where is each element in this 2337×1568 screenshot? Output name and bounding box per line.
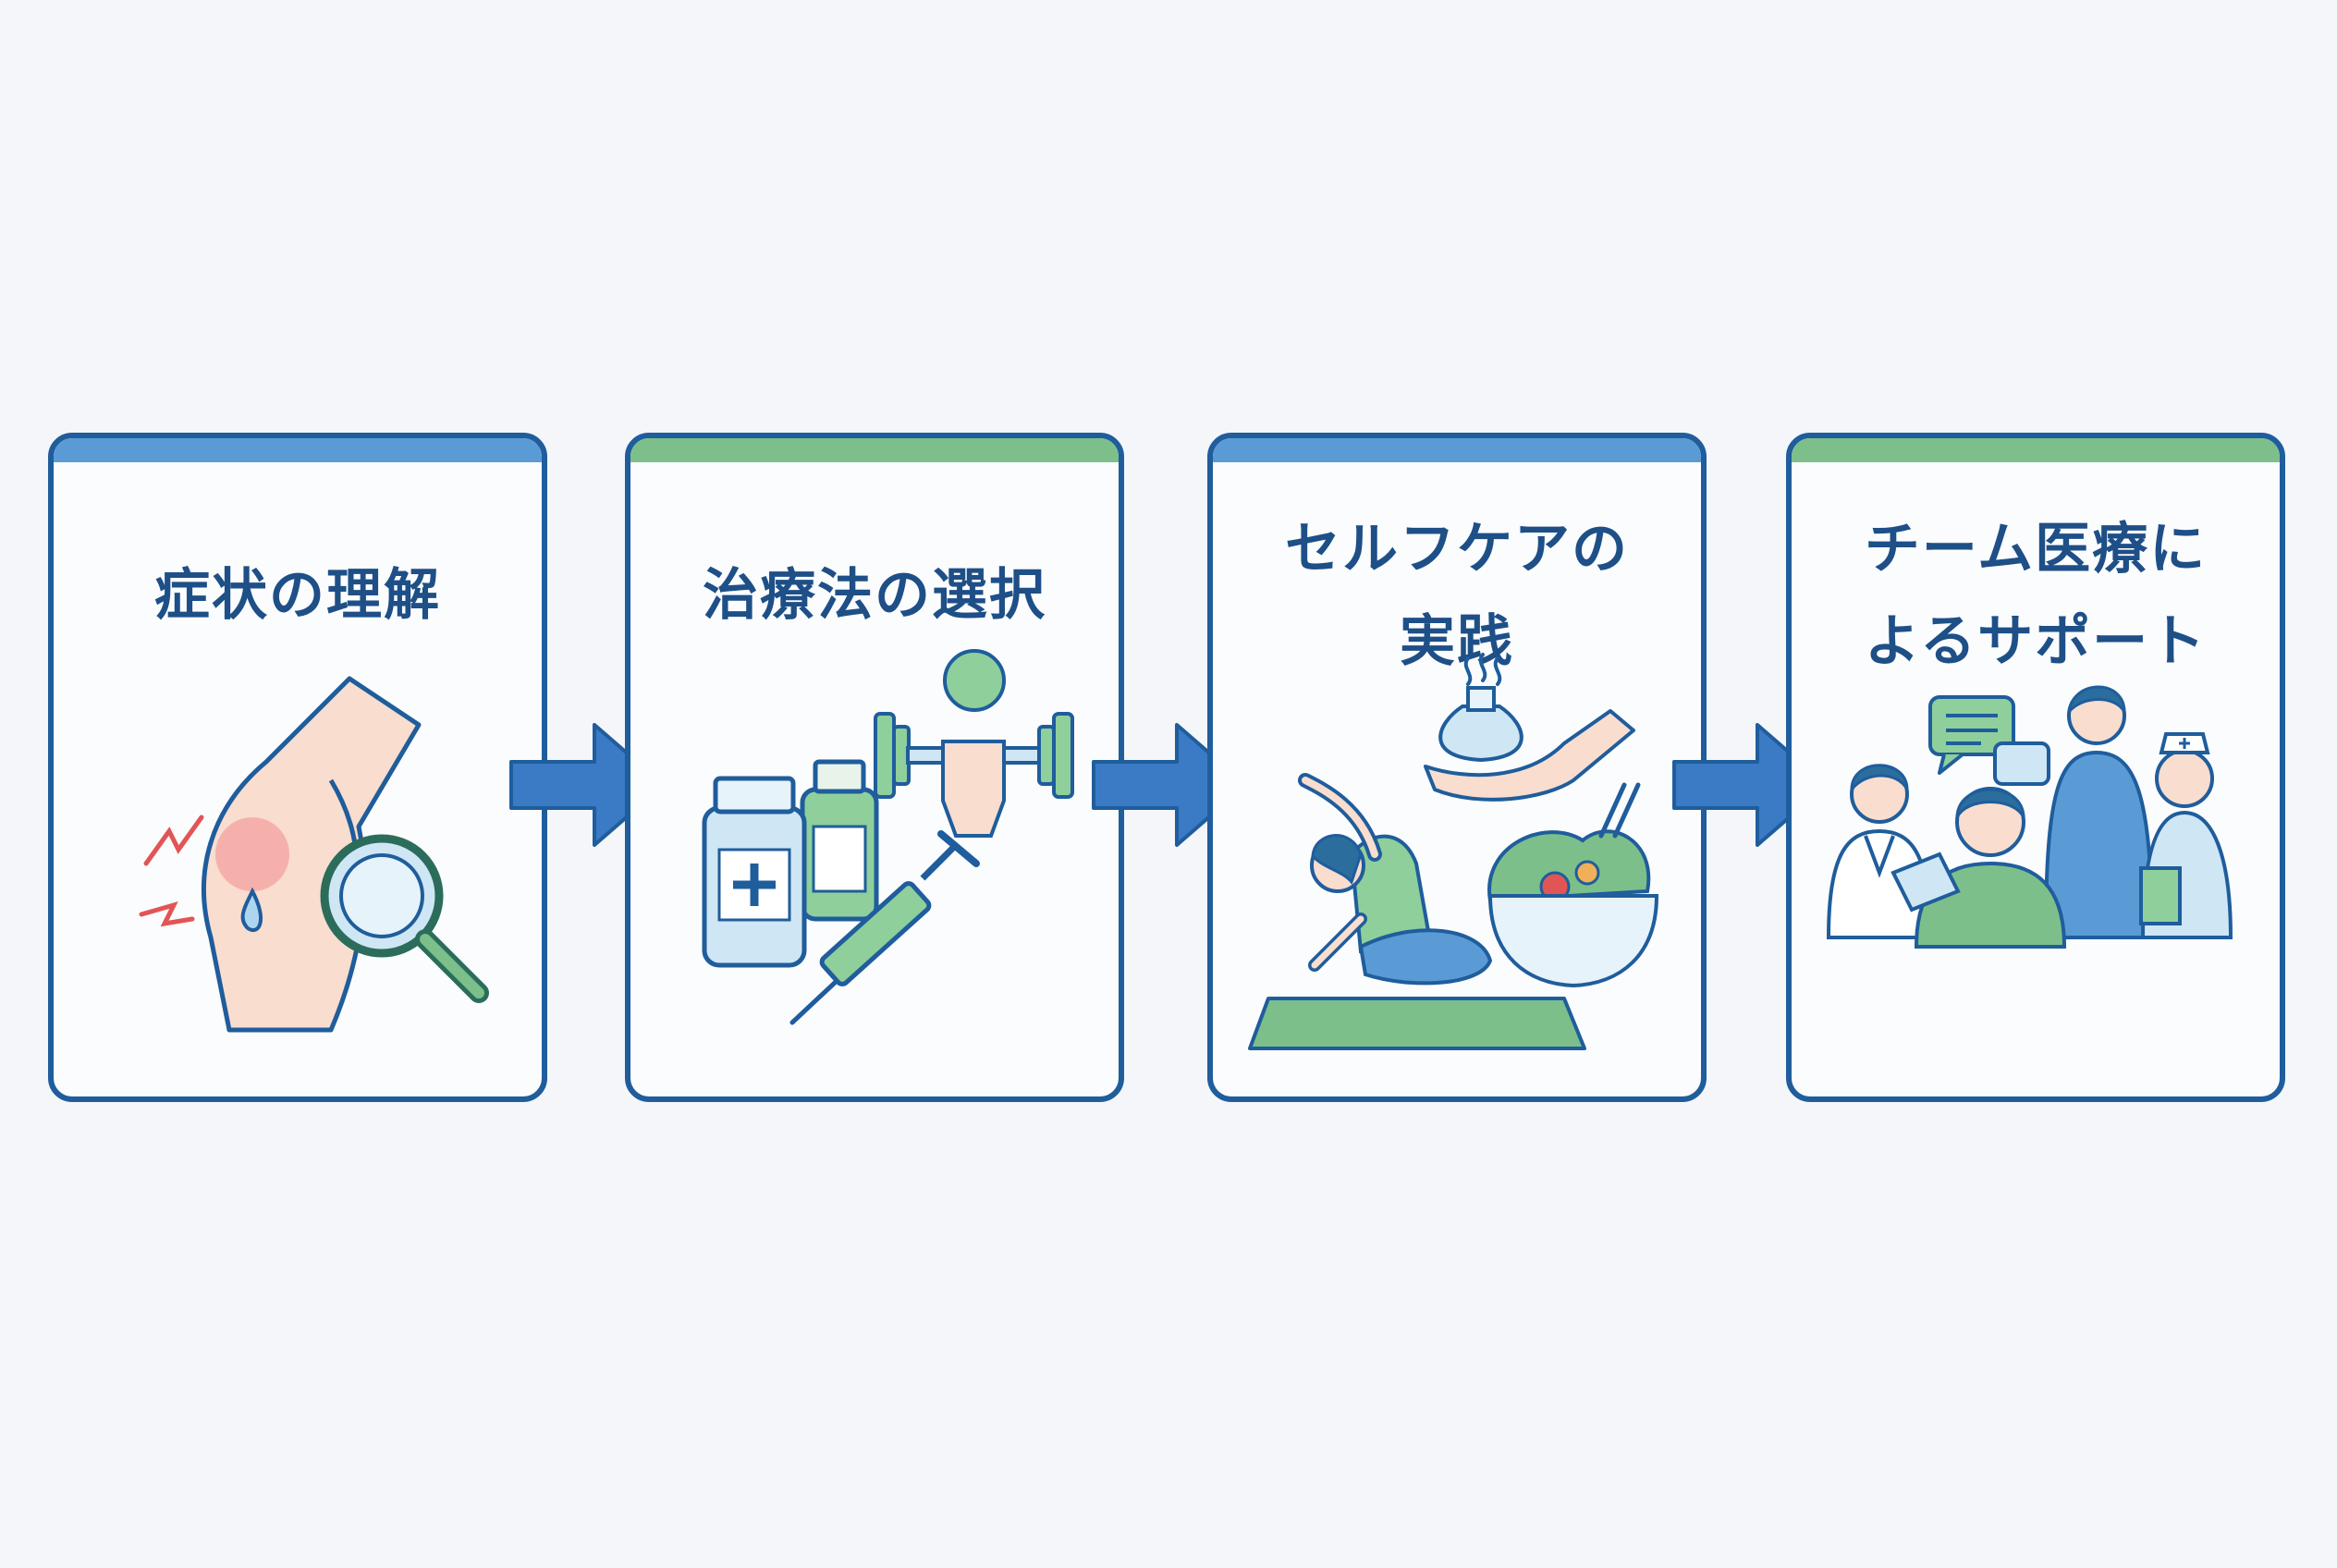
step-card-1: 症状の理解 xyxy=(48,433,547,1102)
knee-pain-icon xyxy=(139,676,422,1033)
salad-bowl-icon xyxy=(1487,782,1659,988)
step-card-2: 治療法の選択 xyxy=(625,433,1124,1102)
step-card-3: セルフケアの 実践 xyxy=(1207,433,1707,1102)
step-1-title: 症状の理解 xyxy=(154,563,441,628)
yoga-icon xyxy=(1248,773,1586,1050)
step-card-1-band xyxy=(54,438,542,462)
step-card-4: チーム医療に よるサポート xyxy=(1786,433,2285,1102)
magnifier-icon xyxy=(320,834,489,1003)
dumbbell-icon xyxy=(874,649,1074,838)
chat-bubbles-icon xyxy=(1928,695,2050,786)
syringe-icon xyxy=(789,830,980,1025)
step-1-illustration xyxy=(139,676,489,1033)
step-card-2-band xyxy=(630,438,1119,462)
medicine-bottle-icon xyxy=(702,759,879,968)
step-4-illustration xyxy=(1826,685,2233,949)
step-3-title: セルフケアの 実践 xyxy=(1285,517,1629,674)
hot-compress-icon xyxy=(1424,653,1635,802)
step-card-4-band xyxy=(1792,438,2280,462)
step-card-3-band xyxy=(1213,438,1701,462)
care-team-icon xyxy=(1826,685,2233,949)
step-3-illustration xyxy=(1248,653,1659,1050)
step-4-title: チーム医療に よるサポート xyxy=(1864,517,2208,674)
step-2-illustration xyxy=(702,649,1074,1025)
step-2-title: 治療法の選択 xyxy=(703,563,1046,628)
